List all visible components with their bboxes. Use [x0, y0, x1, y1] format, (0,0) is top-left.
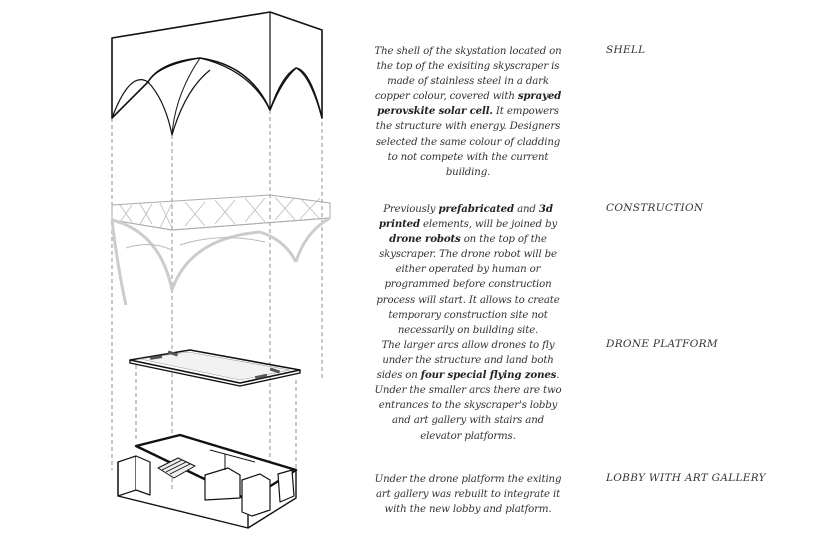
description-shell: The shell of the skystation located on t… — [372, 44, 564, 180]
description-text: It empowers the structure with energy. D… — [375, 106, 561, 178]
label-drone-platform: DRONE PLATFORM — [606, 338, 718, 350]
description-text: . Under the smaller arcs there are two e… — [374, 370, 562, 442]
description-text: Previously — [383, 204, 439, 215]
highlight-text: 3d printed — [378, 203, 553, 231]
construction-lattice-module — [110, 194, 331, 306]
dashed-guide-lines — [111, 110, 323, 490]
highlight-text: sprayed perovskite solar cell. — [377, 90, 562, 118]
description-construction: Previously prefabricated and 3d printed … — [372, 202, 564, 338]
description-text: elements, will be joined by — [419, 219, 558, 231]
exploded-axonometric-drawing — [110, 11, 331, 529]
label-shell: SHELL — [606, 44, 646, 56]
description-text: on the top of the skyscraper. The drone … — [376, 234, 560, 336]
label-lobby-gallery: LOBBY WITH ART GALLERY — [606, 472, 766, 484]
drone-platform-module — [129, 349, 301, 387]
highlight-text: drone robots — [389, 233, 461, 246]
description-text: The shell of the skystation located on t… — [374, 46, 562, 103]
description-text: Under the drone platform the exiting art… — [374, 474, 562, 516]
description-text: The larger arcs allow drones to fly unde… — [376, 340, 555, 382]
highlight-text: prefabricated — [438, 203, 515, 215]
description-drone-platform: The larger arcs allow drones to fly unde… — [372, 338, 564, 444]
lobby-gallery-module — [117, 433, 298, 529]
description-lobby-gallery: Under the drone platform the exiting art… — [372, 472, 564, 517]
shell-module — [111, 11, 323, 136]
label-construction: CONSTRUCTION — [606, 202, 704, 214]
description-text: and — [513, 204, 539, 215]
highlight-text: four special flying zones — [420, 369, 557, 382]
